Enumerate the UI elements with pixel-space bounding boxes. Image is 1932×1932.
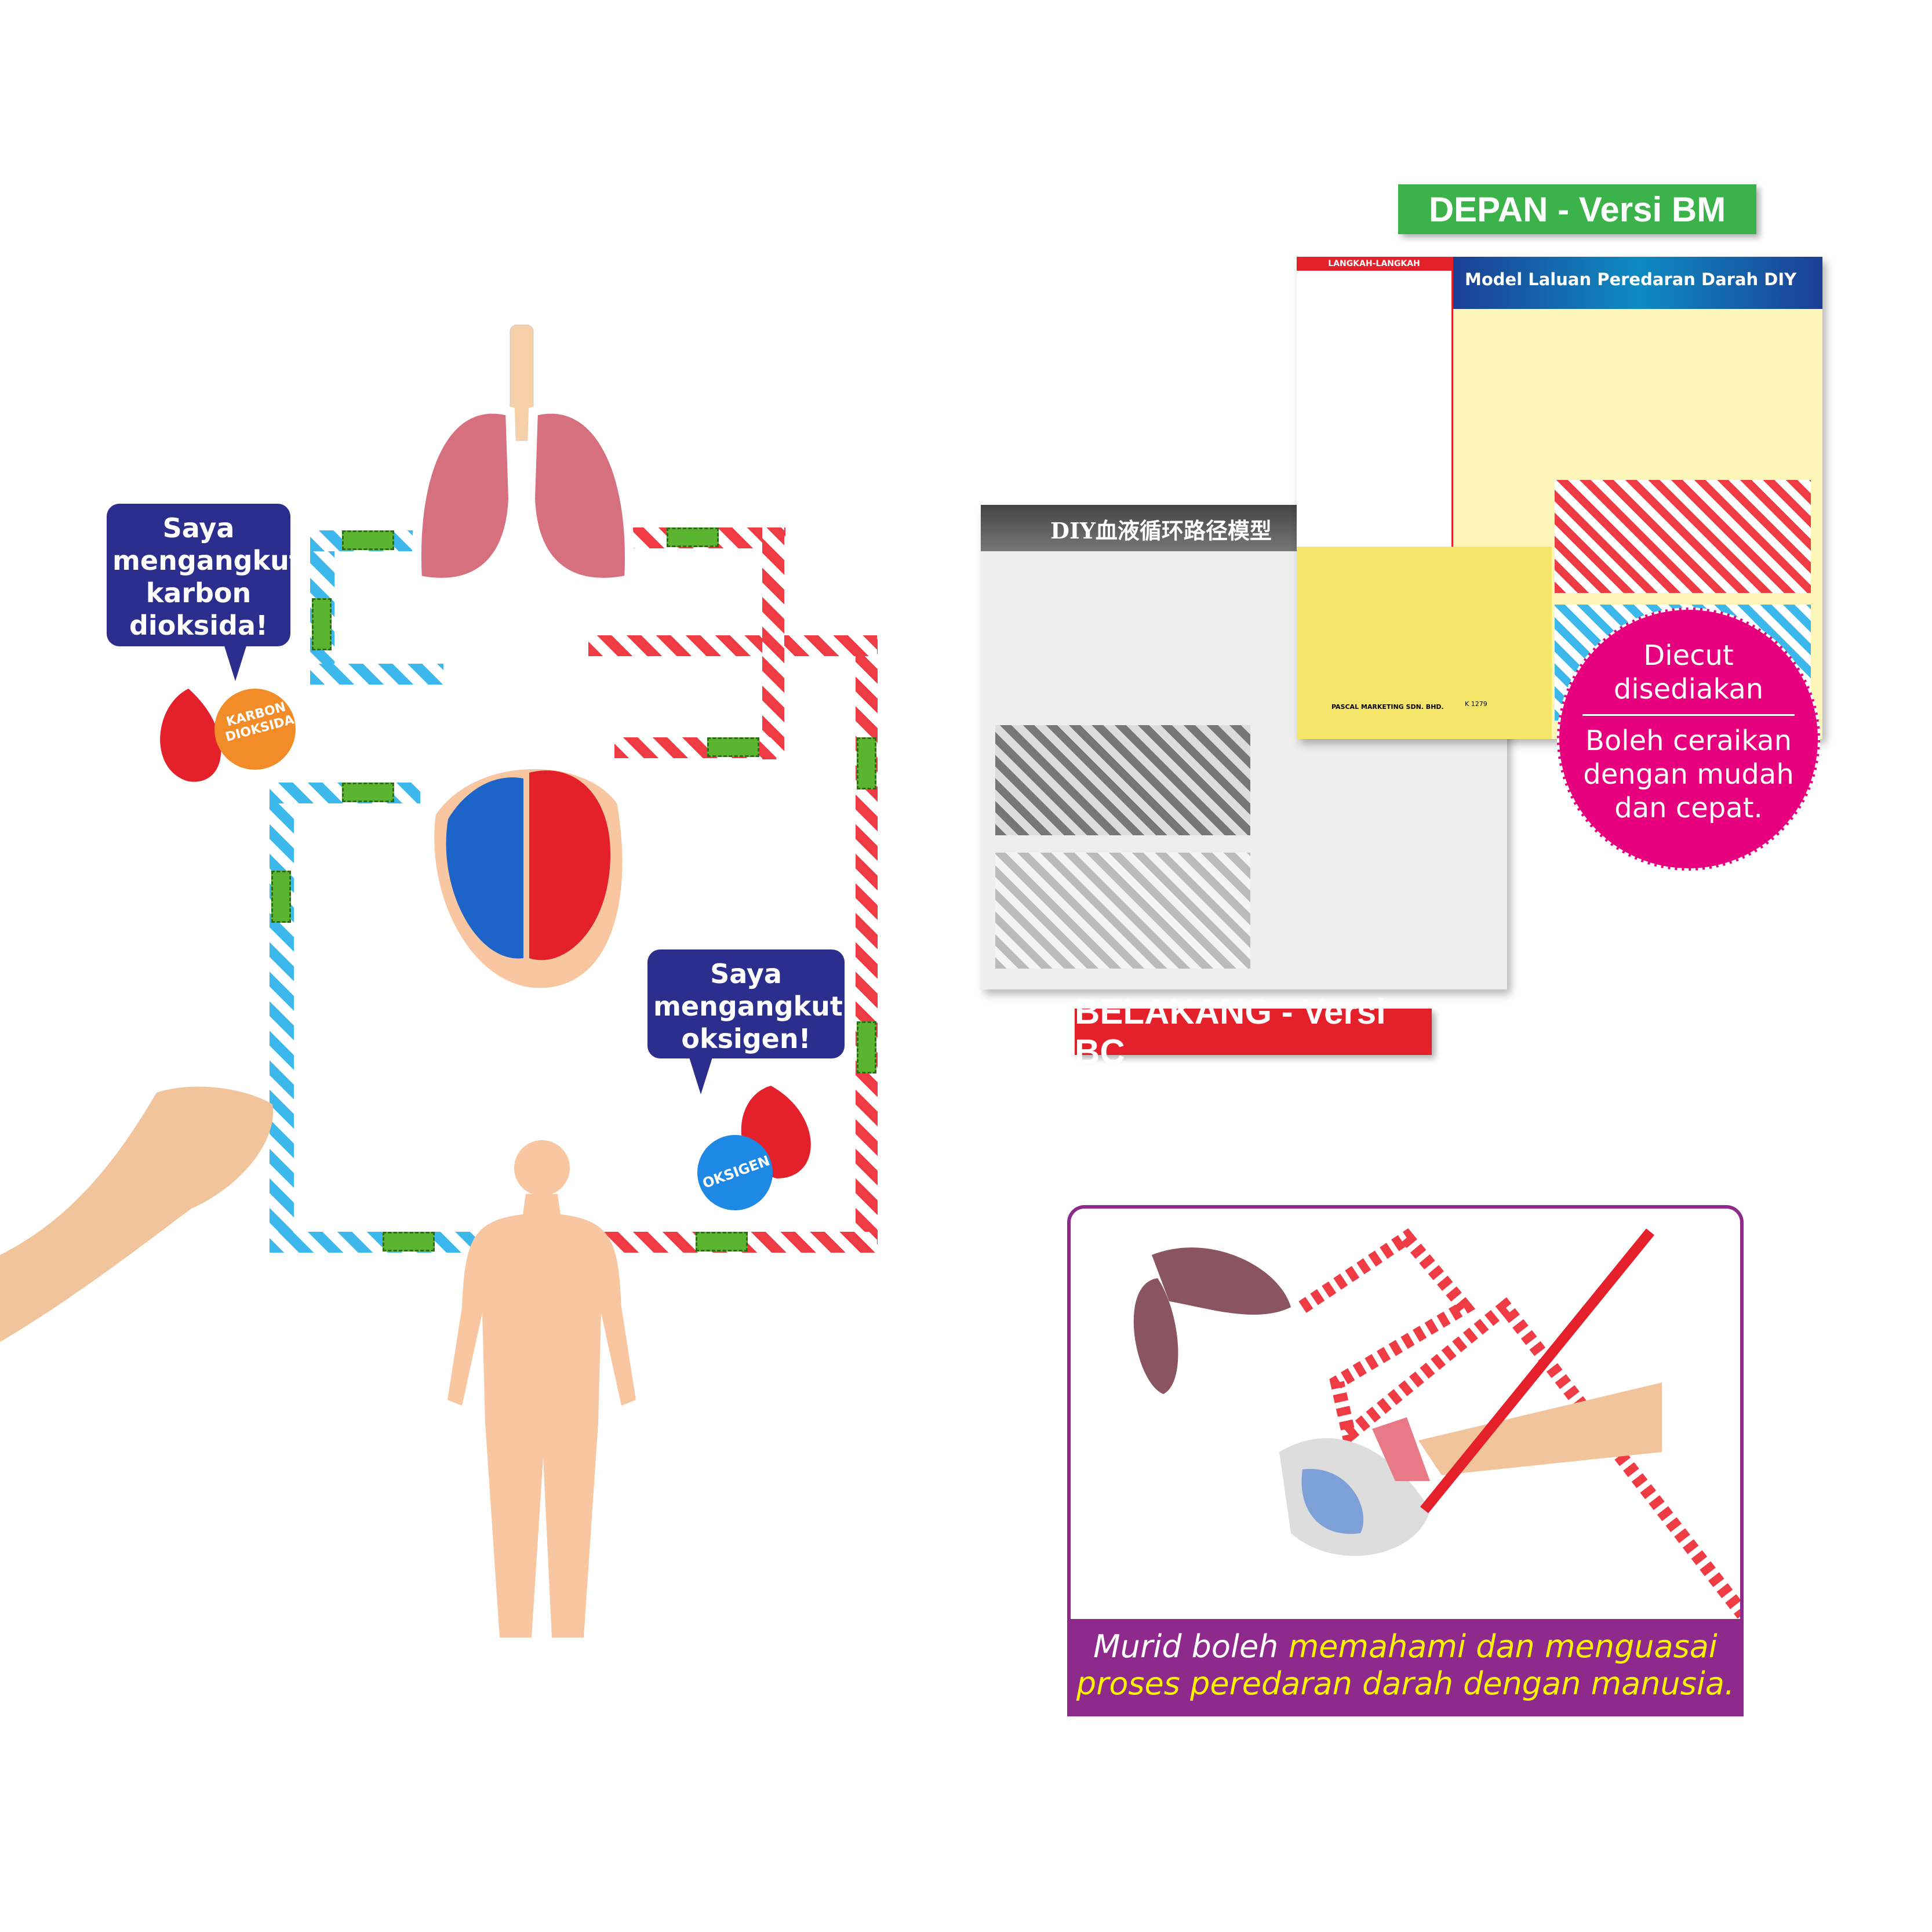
arrow-icon [271, 871, 291, 923]
arrow-icon [857, 737, 876, 789]
front-red-stripes [1555, 480, 1811, 593]
path-blue-left [270, 783, 294, 1252]
blood-cell-co2-character [160, 689, 296, 782]
back-stripes [995, 725, 1250, 835]
hand-icon [0, 1086, 274, 1342]
green-arrows-panel [1297, 547, 1552, 739]
arrow-icon [667, 527, 719, 547]
arrow-icon [342, 530, 394, 550]
steps-title: LANGKAH-LANGKAH [1297, 257, 1451, 271]
arrow-icon [696, 1232, 748, 1251]
badge-line2: Boleh ceraikan dengan mudah dan cepat. [1583, 725, 1794, 824]
heart-icon [424, 758, 633, 999]
product-code: K 1279 [1465, 700, 1487, 708]
path-blue-lung-bottom [310, 664, 443, 685]
caption-yellow-1: memahami dan menguasai [1288, 1628, 1718, 1665]
back-version-label-text: BELAKANG - Versi BC [1075, 992, 1386, 1071]
activity-panel: Murid boleh memahami dan menguasai prose… [1067, 1205, 1744, 1716]
front-header: Model Laluan Peredaran Darah DIY [1453, 257, 1822, 309]
path-red-top [588, 635, 877, 656]
publisher-info: PASCAL MARKETING SDN. BHD. [1331, 703, 1444, 711]
arrow-icon [342, 783, 394, 802]
back-sheet-title: DIY血液循环路径模型 [1050, 518, 1272, 544]
speech-bubble-o2: Saya mengangkut oksigen! [647, 949, 845, 1094]
caption-yellow-2: proses peredaran darah dengan manusia. [1076, 1665, 1735, 1702]
caption-white: Murid boleh [1093, 1628, 1289, 1665]
diecut-badge: Diecut disediakan Boleh ceraikan dengan … [1557, 607, 1820, 871]
front-version-label-text: DEPAN - Versi BM [1428, 190, 1726, 229]
activity-illustration [1133, 1228, 1740, 1619]
back-sheet: DIY血液循环路径模型 [981, 505, 1507, 989]
steps-panel: LANGKAH-LANGKAH [1297, 257, 1453, 547]
back-stripes-light [995, 853, 1250, 969]
arrow-icon [312, 598, 332, 650]
speech-bubble-co2: Saya mengangkut karbon dioksida! [107, 504, 302, 681]
arrow-icon [857, 1021, 876, 1074]
badge-line1: Diecut disediakan [1613, 639, 1764, 705]
human-body-icon [447, 1140, 636, 1638]
caption-band: Murid boleh memahami dan menguasai prose… [1071, 1619, 1740, 1713]
path-red-right [856, 638, 878, 1252]
blood-cell-o2-character [697, 1086, 811, 1210]
back-version-label: BELAKANG - Versi BC [1075, 992, 1432, 1071]
front-version-label: DEPAN - Versi BM [1398, 184, 1756, 234]
arrow-icon [383, 1232, 435, 1251]
arrow-icon [707, 737, 759, 757]
bubble-o2-text: Saya mengangkut oksigen! [653, 958, 843, 1054]
path-red-lung-right [762, 527, 784, 759]
front-sheet-title: Model Laluan Peredaran Darah DIY [1465, 270, 1797, 289]
badge-divider [1582, 714, 1795, 716]
path-blue-bottom [270, 1232, 490, 1253]
lungs-icon [412, 325, 634, 587]
bubble-co2-text: Saya mengangkut karbon dioksida! [112, 512, 302, 641]
